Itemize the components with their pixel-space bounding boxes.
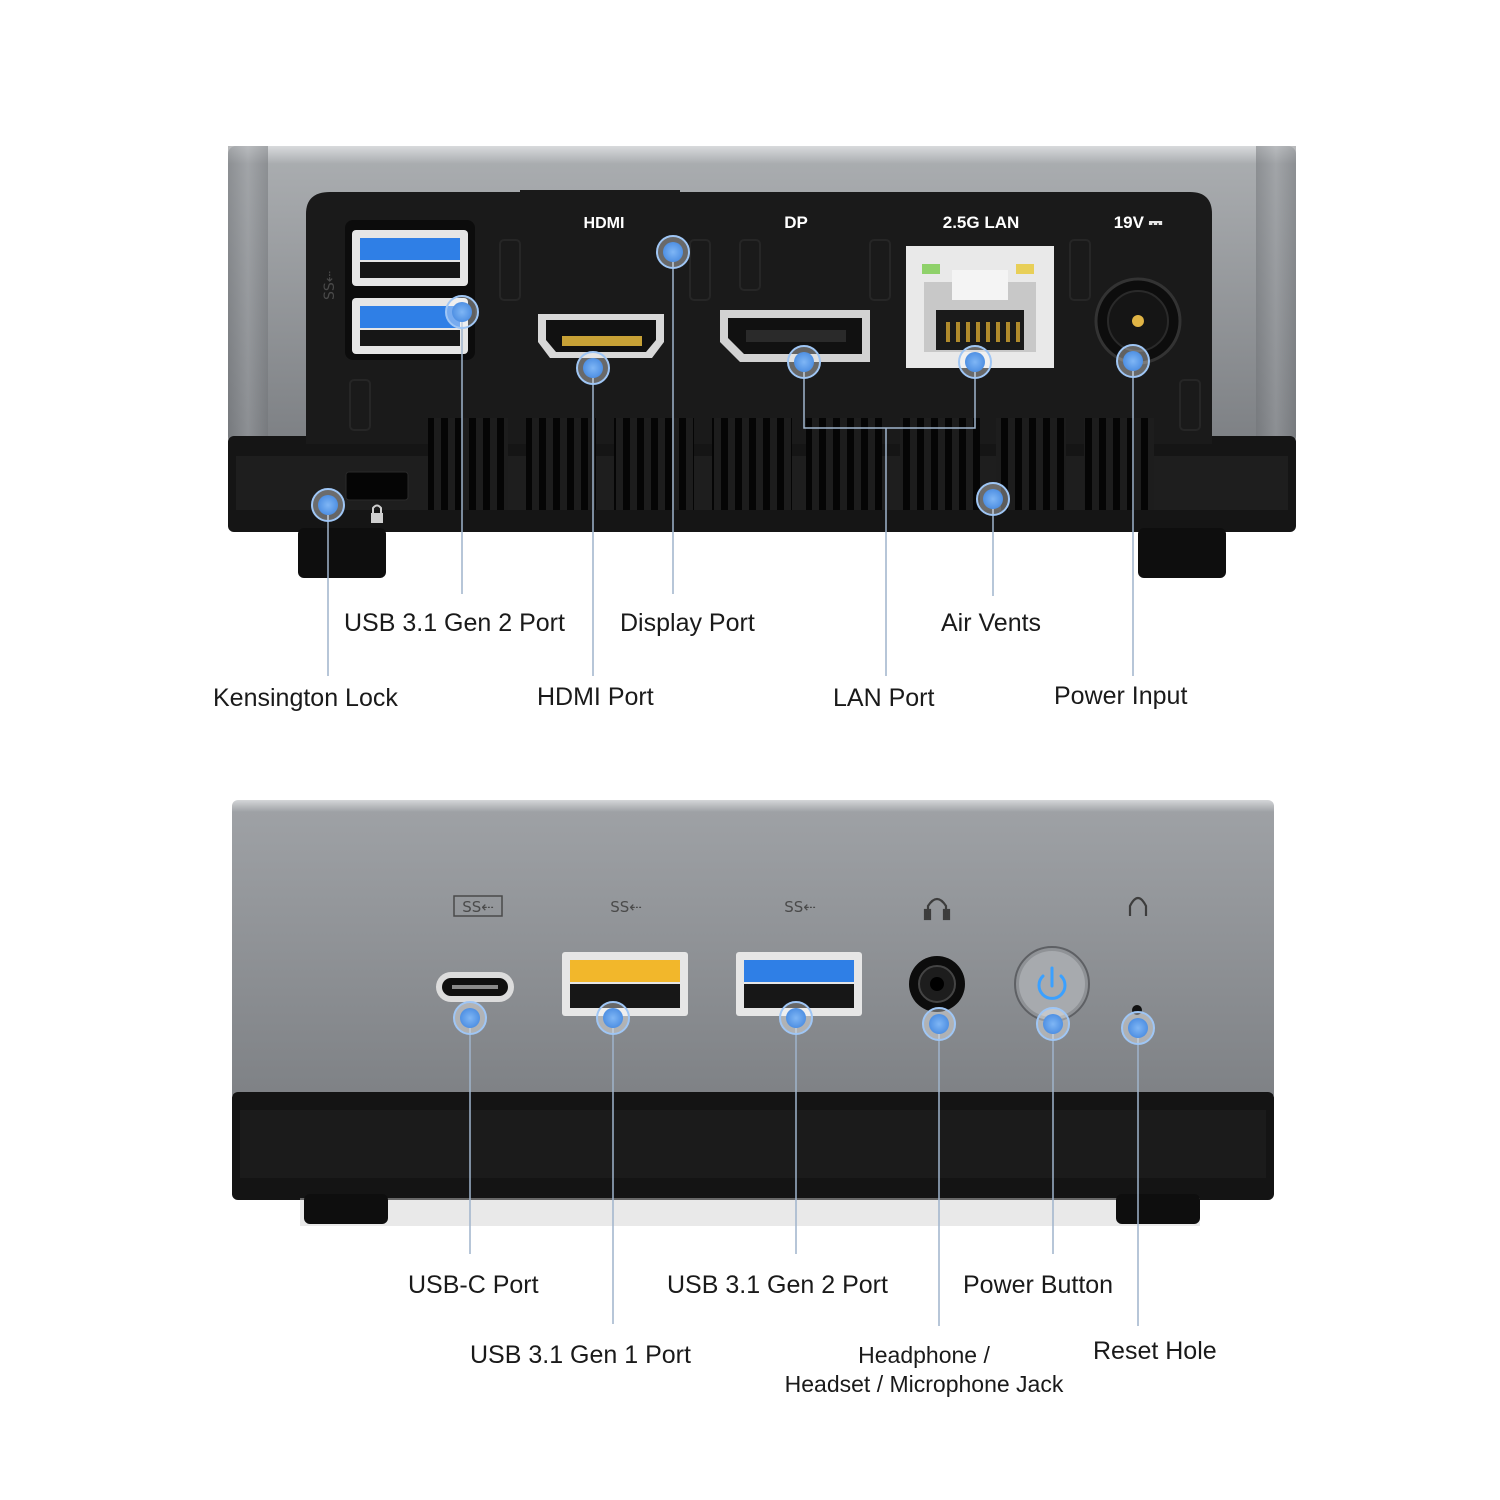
kensington-lock-slot[interactable]	[345, 471, 409, 501]
label-usb-c-port: USB-C Port	[408, 1271, 539, 1299]
label-rear-usb-gen2: USB 3.1 Gen 2 Port	[344, 609, 565, 637]
rear-usb-stack: SS⇠	[322, 220, 475, 360]
usb-gen2-superspeed-icon: SS⇠	[784, 898, 816, 916]
callout-dot	[452, 302, 472, 322]
front-usb-c-port[interactable]	[436, 972, 514, 1002]
reset-icon	[1128, 896, 1148, 916]
label-power-button: Power Button	[963, 1271, 1114, 1299]
label-headphone-jack: Headphone / Headset / Microphone Jack	[760, 1341, 1088, 1399]
rear-callout-dots	[311, 235, 1150, 522]
callout-dot	[983, 489, 1003, 509]
callout-dot	[663, 242, 683, 262]
usb-gen1-superspeed-icon: SS⇠	[610, 898, 642, 916]
front-foot-left	[304, 1194, 388, 1224]
callout-dot	[1128, 1018, 1148, 1038]
rear-lan-port[interactable]	[906, 246, 1054, 368]
rear-hdmi-port[interactable]	[538, 314, 664, 358]
front-usb-gen2-port[interactable]	[736, 952, 862, 1016]
front-audio-jack[interactable]	[909, 956, 965, 1012]
front-panel: SS⇠ SS⇠ SS⇠	[232, 800, 1274, 1226]
callout-dot	[318, 495, 338, 515]
power-marking: 19V ⎓	[1114, 213, 1163, 232]
power-icon	[1037, 966, 1067, 1000]
dp-marking: DP	[784, 213, 808, 232]
callout-dot	[794, 352, 814, 372]
label-headphone-line1: Headphone /	[858, 1342, 990, 1368]
rear-power-input[interactable]	[1094, 277, 1182, 365]
callout-dot	[1043, 1014, 1063, 1034]
label-reset-hole: Reset Hole	[1093, 1337, 1217, 1365]
hdmi-marking: HDMI	[584, 215, 625, 232]
front-foot-right	[1116, 1194, 1200, 1224]
label-usb-gen1: USB 3.1 Gen 1 Port	[470, 1341, 691, 1369]
lock-icon	[371, 504, 383, 523]
rear-callouts	[327, 252, 1134, 676]
callout-dot	[929, 1014, 949, 1034]
callout-dot	[583, 358, 603, 378]
front-power-button[interactable]	[1014, 946, 1090, 1022]
lan-marking: 2.5G LAN	[943, 213, 1020, 232]
front-chassis-grey	[232, 800, 1274, 1100]
label-display-port: Display Port	[620, 609, 755, 637]
label-headphone-line2: Headset / Microphone Jack	[784, 1371, 1064, 1397]
label-hdmi-port: HDMI Port	[537, 683, 654, 711]
usb-superspeed-icon: SS⇠	[322, 270, 338, 300]
rear-panel: SS⇠ HDMI DP 2.5G LAN	[228, 146, 1296, 578]
rear-displayport[interactable]	[720, 310, 870, 362]
rear-foot-left	[298, 528, 386, 578]
rear-foot-right	[1138, 528, 1226, 578]
callout-dot	[460, 1008, 480, 1028]
usb-c-superspeed-icon: SS⇠	[462, 898, 494, 916]
callout-dot	[603, 1008, 623, 1028]
headphone-icon	[923, 897, 951, 921]
label-air-vents: Air Vents	[941, 609, 1042, 637]
callout-dot	[965, 352, 985, 372]
front-callouts	[469, 1018, 1139, 1326]
ethernet-icon	[946, 322, 1020, 342]
label-front-usb-gen2: USB 3.1 Gen 2 Port	[667, 1271, 888, 1299]
label-power-input: Power Input	[1054, 682, 1188, 710]
label-lan-port: LAN Port	[833, 684, 935, 712]
rear-air-vents	[428, 418, 1154, 510]
front-usb-gen1-port[interactable]	[562, 952, 688, 1016]
front-callout-dots	[453, 1001, 1155, 1045]
callout-dot	[786, 1008, 806, 1028]
label-kensington-lock: Kensington Lock	[213, 684, 398, 712]
callout-dot	[1123, 351, 1143, 371]
